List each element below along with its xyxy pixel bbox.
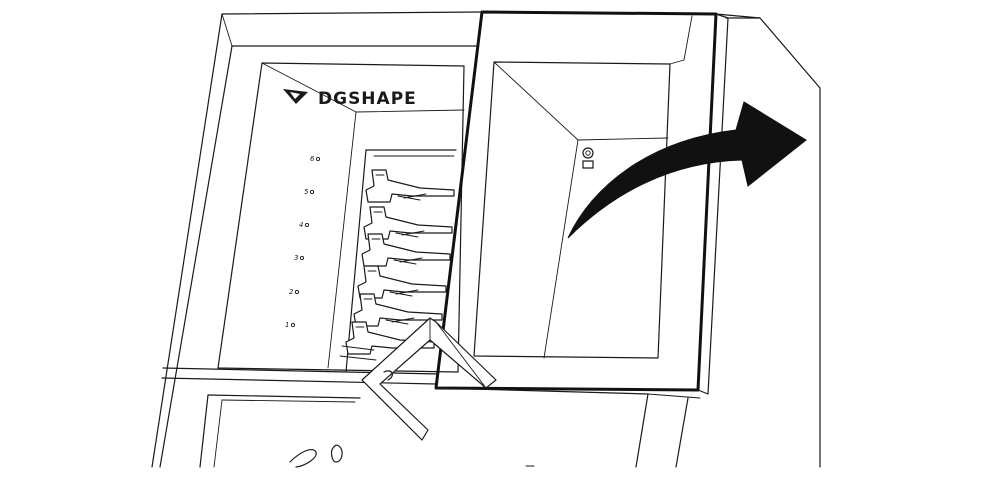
tool-holder-5 [363,206,453,240]
tool-changer-window [217,62,465,373]
tool-holder-2 [353,293,443,327]
brand-name: DGSHAPE [318,89,417,109]
tool-holder-4 [361,233,451,267]
slot-label-4: 4 [299,221,303,229]
front-door [434,10,729,395]
slot-label-5: 5 [304,188,309,196]
machine-housing [151,11,535,468]
tool-holder-6 [365,169,455,203]
slot-label-3: 3 [294,254,298,262]
curved-arrow-icon [567,101,807,239]
slot-label-1: 1 [285,321,289,329]
slot-label-2: 2 [289,288,294,296]
right-side-panel [435,13,821,468]
tool-holder-3 [357,265,447,299]
door-hinge [361,317,497,441]
dgshape-logo-icon [283,89,308,104]
slot-label-6: 6 [310,155,315,163]
slot-labels: 6 5 4 3 2 1 [285,155,321,329]
brand-logo: DGSHAPE [283,89,417,109]
